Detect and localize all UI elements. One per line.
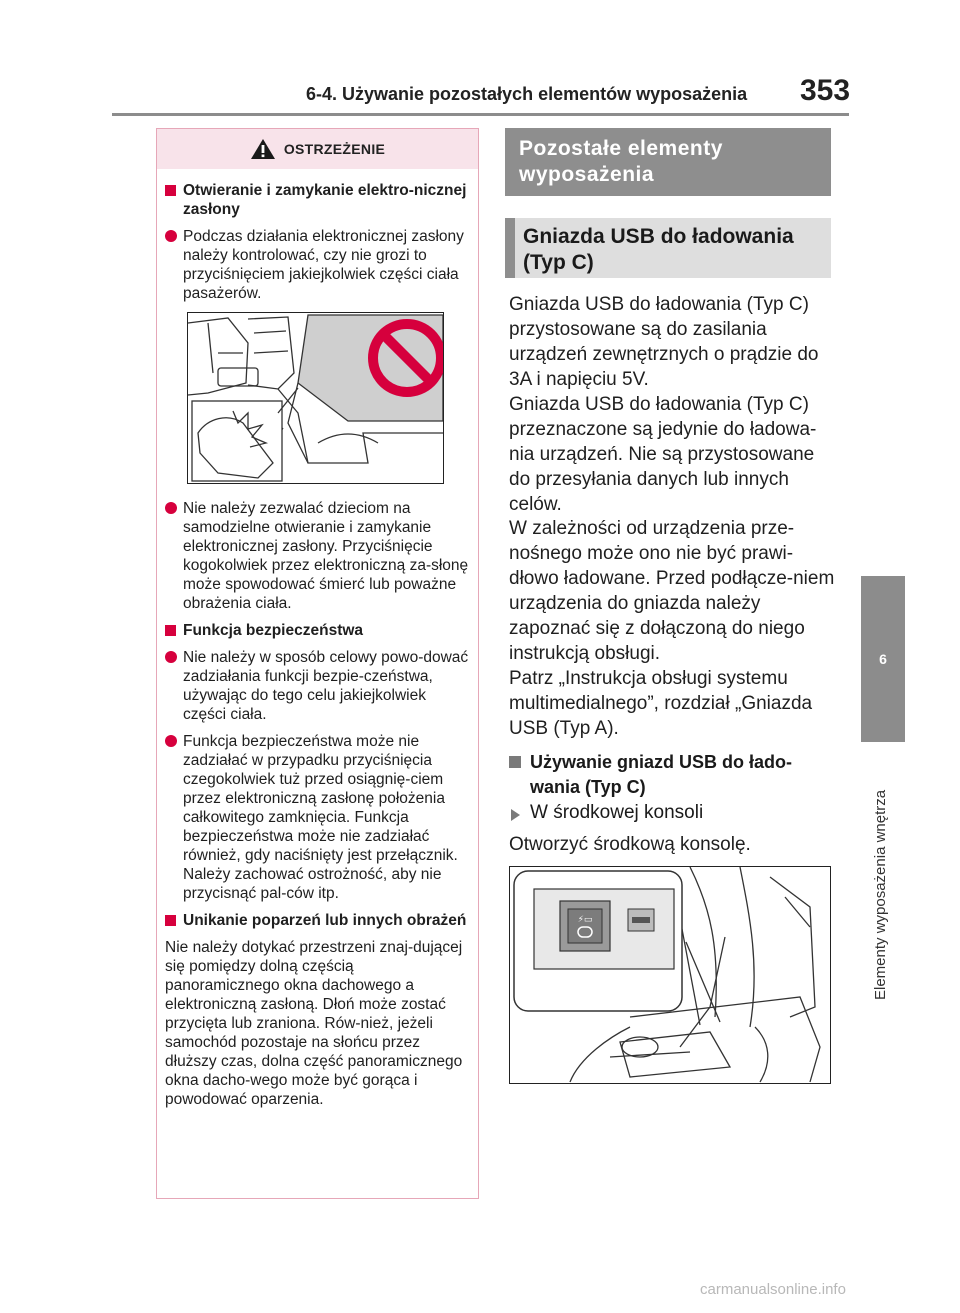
warning-section-heading: Unikanie poparzeń lub innych obrażeń — [165, 911, 471, 930]
square-bullet-icon — [509, 756, 521, 768]
chapter-label: Elementy wyposażenia wnętrza — [872, 789, 889, 1000]
round-bullet-icon — [165, 230, 177, 242]
header-title: 6-4. Używanie pozostałych elementów wypo… — [306, 84, 748, 104]
warning-body: Otwieranie i zamykanie elektro-nicznej z… — [165, 181, 471, 1117]
warning-sec2-b2: Funkcja bezpieczeństwa może nie zadziała… — [183, 733, 458, 902]
warning-sec2-b1: Nie należy w sposób celowy powo-dować za… — [183, 649, 469, 723]
usb-usage-heading-text: Używanie gniazd USB do łado-wania (Typ C… — [530, 752, 793, 797]
warning-sec2-heading: Funkcja bezpieczeństwa — [183, 622, 364, 639]
page-number: 353 — [800, 74, 851, 107]
warning-sec3-text: Nie należy dotykać przestrzeni znaj-dują… — [165, 939, 463, 1108]
warning-box: OSTRZEŻENIE Otwieranie i zamykanie elekt… — [156, 128, 479, 1199]
square-bullet-icon — [165, 915, 176, 926]
section-title-box: Pozostałe elementy wyposażenia — [505, 128, 831, 196]
console-illustration: ⚡▭ — [513, 866, 821, 1083]
square-bullet-icon — [165, 185, 176, 196]
round-bullet-icon — [165, 651, 177, 663]
header-rule — [112, 113, 849, 116]
usb-c-charge-icon: ⚡▭ — [578, 915, 593, 925]
subsection-title-box: Gniazda USB do ładowania (Typ C) — [505, 218, 831, 278]
warning-header: OSTRZEŻENIE — [157, 129, 478, 169]
paragraph-3: W zależności od urządzenia prze-nośnego … — [509, 518, 835, 664]
chapter-label-container: Elementy wyposażenia wnętrza — [843, 770, 923, 1000]
warning-section-heading: Funkcja bezpieczeństwa — [165, 621, 471, 640]
warning-bullet: Funkcja bezpieczeństwa może nie zadziała… — [165, 732, 471, 903]
chapter-number: 6 — [879, 651, 887, 667]
center-console-usb-figure: ⚡▭ — [509, 866, 831, 1084]
warning-title: OSTRZEŻENIE — [283, 141, 386, 157]
warning-section-heading: Otwieranie i zamykanie elektro-nicznej z… — [165, 181, 471, 219]
round-bullet-icon — [165, 735, 177, 747]
warning-sec3-heading: Unikanie poparzeń lub innych obrażeń — [183, 912, 467, 929]
paragraph-1: Gniazda USB do ładowania (Typ C) przysto… — [509, 294, 819, 390]
sunshade-illustration — [187, 314, 446, 482]
triangle-bullet-icon — [511, 809, 520, 821]
round-bullet-icon — [165, 502, 177, 514]
watermark: carmanualsonline.info — [700, 1281, 846, 1298]
paragraph-2: Gniazda USB do ładowania (Typ C) przezna… — [509, 394, 817, 515]
warning-bullet: Nie należy zezwalać dzieciom na samodzie… — [165, 499, 471, 613]
warning-bullet: Nie należy w sposób celowy powo-dować za… — [165, 648, 471, 724]
instruction-text: Otworzyć środkową konsolę. — [509, 834, 751, 855]
paragraph-4: Patrz „Instrukcja obsługi systemu multim… — [509, 668, 813, 739]
section-title: Pozostałe elementy wyposażenia — [519, 137, 723, 186]
chapter-tab: 6 — [861, 576, 905, 742]
warning-sec1-b2: Nie należy zezwalać dzieciom na samodzie… — [183, 500, 469, 612]
warning-bullet: Podczas działania elektronicznej zasłony… — [165, 227, 471, 303]
usb-usage-heading: Używanie gniazd USB do łado-wania (Typ C… — [509, 750, 839, 800]
location-text: W środkowej konsoli — [530, 802, 704, 823]
warning-triangle-icon — [250, 139, 275, 159]
subsection-title: Gniazda USB do ładowania (Typ C) — [523, 225, 794, 274]
square-bullet-icon — [165, 625, 176, 636]
warning-sec1-b1: Podczas działania elektronicznej zasłony… — [183, 228, 464, 302]
sunshade-pinch-figure — [187, 312, 446, 484]
warning-sec1-heading: Otwieranie i zamykanie elektro-nicznej z… — [183, 182, 467, 218]
location-item: W środkowej konsoli — [509, 802, 703, 824]
